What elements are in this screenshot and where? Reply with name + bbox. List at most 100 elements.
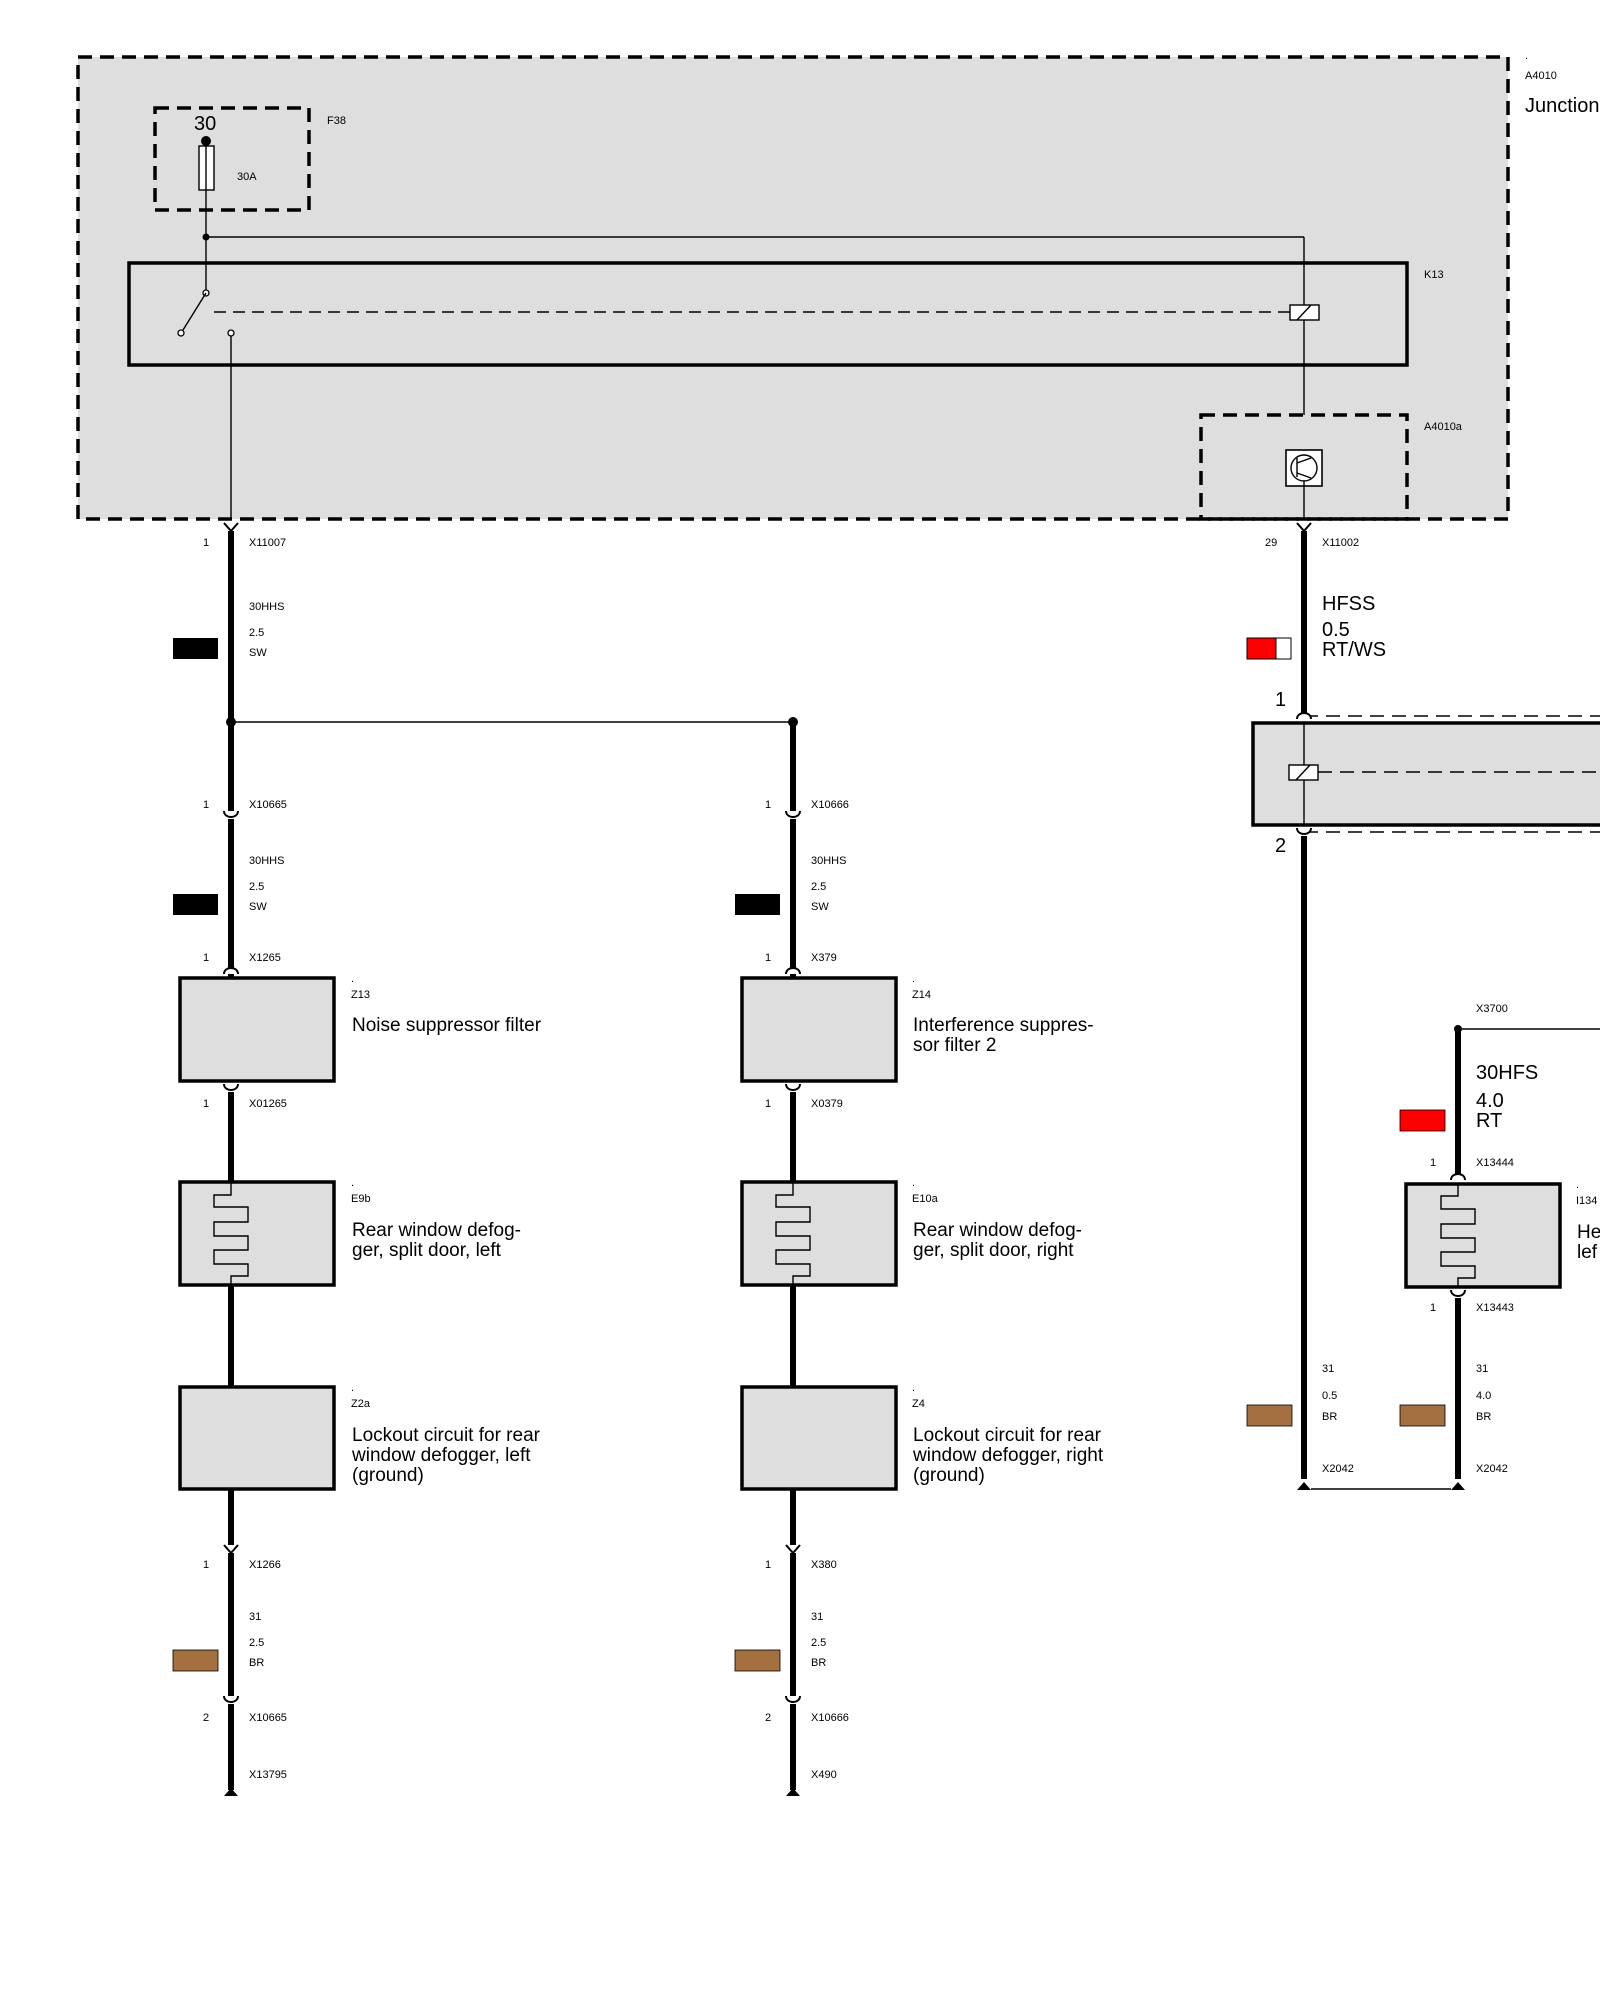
fuse-rating: 30A — [237, 171, 257, 183]
heater-element-icon — [1440, 1184, 1476, 1287]
gnd-a-size: 0.5 — [1322, 1390, 1337, 1402]
heater-element-icon — [213, 1182, 249, 1285]
z14-name-line1: Interference suppres- — [913, 1015, 1094, 1036]
connector-x10665b-label: X10665 — [249, 1712, 287, 1724]
connector-x13444-label: X13444 — [1476, 1157, 1514, 1169]
pin-x01265: 1 — [203, 1098, 209, 1110]
connector-x13443-label: X13443 — [1476, 1302, 1514, 1314]
connector-x379-label: X379 — [811, 952, 837, 964]
gnd-b-size: 4.0 — [1476, 1390, 1491, 1402]
pin-x1265: 1 — [203, 952, 209, 964]
connector-x380-symbol — [785, 1544, 801, 1555]
module-a4010a-id: A4010a — [1424, 421, 1463, 433]
pin-x13444: 1 — [1430, 1157, 1436, 1169]
lockout-circuit-z4 — [740, 1385, 898, 1491]
wire-color-swatch-black — [173, 638, 218, 659]
pin-x13443: 1 — [1430, 1302, 1436, 1314]
gnd-b-circuit: 31 — [1476, 1363, 1488, 1375]
e10a-name-line2: ger, split door, right — [913, 1240, 1074, 1261]
e9b-id: E9b — [351, 1193, 371, 1205]
connector-x380-label: X380 — [811, 1559, 837, 1571]
main-wire-color: SW — [249, 647, 267, 659]
ground-x2042a-label: X2042 — [1322, 1463, 1354, 1475]
pin-x380: 1 — [765, 1559, 771, 1571]
z13-name: Noise suppressor filter — [352, 1015, 542, 1036]
pin-x11002: 29 — [1265, 537, 1277, 549]
e9b-name-line1: Rear window defog- — [352, 1220, 521, 1241]
wire-color-swatch-red-white — [1246, 637, 1277, 660]
connector-x1265-symbol — [223, 967, 239, 975]
relay-switch-arm — [182, 292, 207, 331]
connector-relay-pin2-symbol — [1296, 827, 1312, 835]
z13-id: Z13 — [351, 989, 370, 1001]
connector-x11007-symbol — [223, 522, 239, 533]
main-wire-circuit: 30HHS — [249, 601, 284, 613]
right-wire-color: SW — [811, 901, 829, 913]
junction-box-dot: . — [1525, 50, 1528, 62]
connector-relay-pin1-symbol — [1296, 712, 1312, 720]
interference-suppressor-filter-z14 — [740, 976, 898, 1083]
left-ground-size: 2.5 — [249, 1637, 264, 1649]
fuse-enclosure — [153, 106, 311, 212]
right-wire-size: 2.5 — [811, 881, 826, 893]
hfss-circuit: HFSS — [1322, 593, 1375, 615]
relay-switch-contact-nc — [177, 329, 185, 337]
relay-pin-1: 1 — [1275, 689, 1286, 711]
connector-x10666b-symbol — [785, 1695, 801, 1703]
transistor-collector — [1296, 457, 1312, 464]
z2a-dot: . — [351, 1382, 354, 1394]
e10a-name-line1: Rear window defog- — [913, 1220, 1082, 1241]
left-ground-circuit: 31 — [249, 1611, 261, 1623]
ground-x13795-symbol — [224, 1788, 238, 1796]
relay-k13-body — [127, 261, 1409, 367]
wire-color-swatch-white — [1275, 637, 1292, 660]
connector-x10666-label: X10666 — [811, 799, 849, 811]
connector-x10665-label: X10665 — [249, 799, 287, 811]
relay-pin-2: 2 — [1275, 835, 1286, 857]
ground-x2042a-symbol — [1297, 1482, 1311, 1490]
e9b-dot: . — [351, 1177, 354, 1189]
e10a-id: E10a — [912, 1193, 939, 1205]
hfs-color: RT — [1476, 1110, 1502, 1132]
rear-window-defogger-e9b — [178, 1180, 336, 1287]
i134-name-line2: lef — [1577, 1242, 1598, 1263]
z4-name-line3: (ground) — [913, 1465, 985, 1486]
relay-k13-id: K13 — [1424, 269, 1444, 281]
hfss-size: 0.5 — [1322, 619, 1350, 641]
left-wire-size: 2.5 — [249, 881, 264, 893]
connector-x1266-label: X1266 — [249, 1559, 281, 1571]
splice-x3700-label: X3700 — [1476, 1003, 1508, 1015]
lockout-circuit-z2a — [178, 1385, 336, 1491]
z4-id: Z4 — [912, 1398, 925, 1410]
hfs-size: 4.0 — [1476, 1090, 1504, 1112]
wire-color-swatch-brown — [1399, 1404, 1446, 1427]
fuse-terminal-label: 30 — [194, 113, 216, 135]
pin-x1266: 1 — [203, 1559, 209, 1571]
ground-x2042b-symbol — [1451, 1482, 1465, 1490]
e10a-dot: . — [912, 1177, 915, 1189]
connector-x1266-symbol — [223, 1544, 239, 1555]
pin-x379: 1 — [765, 952, 771, 964]
i134-dot: . — [1576, 1179, 1579, 1191]
z14-name-line2: sor filter 2 — [913, 1035, 996, 1056]
connector-x11007-label: X11007 — [249, 537, 286, 549]
wire-color-swatch-brown — [1246, 1404, 1293, 1427]
noise-suppressor-filter-z13 — [178, 976, 336, 1083]
hfs-circuit: 30HFS — [1476, 1062, 1538, 1084]
relay-coil-slash — [1296, 304, 1312, 321]
z14-dot: . — [912, 973, 915, 985]
connector-x0379-symbol — [785, 1083, 801, 1091]
pin-x0379: 1 — [765, 1098, 771, 1110]
left-wire-color: SW — [249, 901, 267, 913]
ground-x490-symbol — [786, 1788, 800, 1796]
z2a-name-line2: window defogger, left — [351, 1445, 531, 1466]
ground-x490-label: X490 — [811, 1769, 837, 1781]
connector-x10665-symbol — [223, 810, 239, 818]
left-wire-circuit: 30HHS — [249, 855, 284, 867]
pin-x10666b: 2 — [765, 1712, 771, 1724]
right-ground-color: BR — [811, 1657, 826, 1669]
i134-id: I134 — [1576, 1195, 1597, 1207]
gnd-a-circuit: 31 — [1322, 1363, 1334, 1375]
z2a-name-line3: (ground) — [352, 1465, 424, 1486]
